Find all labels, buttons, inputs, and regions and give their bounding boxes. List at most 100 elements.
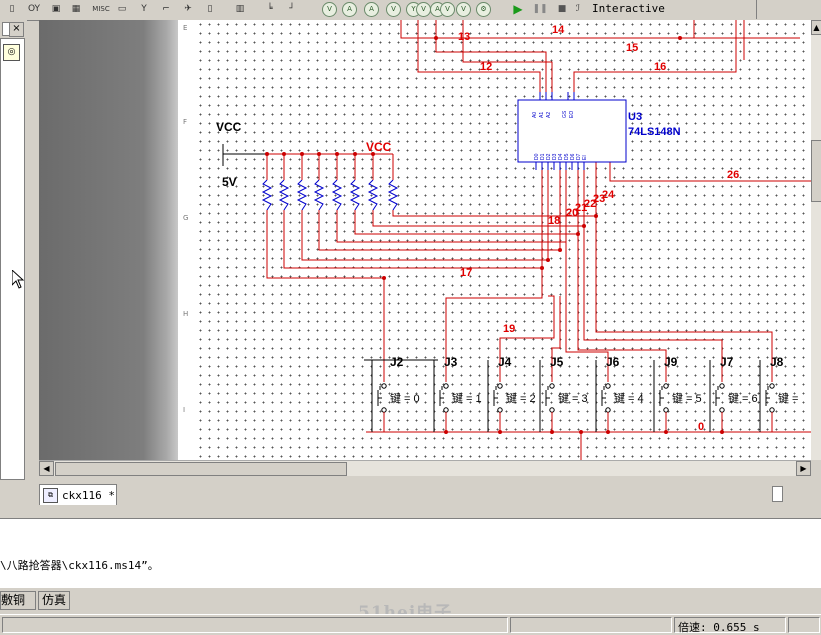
chip-u3[interactable]: A0 A1 A2 GS EO D0 D1 D2 D3 D4 D5 D6 D7 E… bbox=[517, 92, 681, 170]
settings-gear-icon[interactable]: ⚙ bbox=[476, 2, 491, 17]
switch-contact bbox=[443, 383, 449, 389]
switch-j8[interactable]: J8键 = bbox=[759, 355, 798, 432]
tab-ckx116[interactable]: ⧉ ckx116 * bbox=[39, 484, 117, 505]
net-label-13: 13 bbox=[458, 31, 470, 43]
document-icon[interactable]: ▯ bbox=[9, 4, 15, 14]
project-icon[interactable]: ◎ bbox=[3, 44, 20, 61]
scroll-up-icon[interactable]: ▲ bbox=[811, 20, 821, 35]
net-label-20: 20 bbox=[566, 207, 578, 219]
monitor-icon[interactable]: ▭ bbox=[117, 4, 127, 14]
mouse-cursor-icon bbox=[12, 270, 24, 289]
ruler-label-h: H bbox=[183, 310, 189, 318]
tab-simulation[interactable]: 仿真 bbox=[38, 591, 71, 610]
pin-label-d6: D6 bbox=[570, 153, 576, 160]
probe-icon[interactable]: ✈ bbox=[184, 4, 192, 14]
layout-icon[interactable]: ╘ bbox=[267, 4, 273, 14]
switch-j6[interactable]: J6键 = 4 bbox=[595, 355, 644, 432]
spreadsheet-output-panel[interactable]: \八路抢答器\ckx116.ms14”。 bbox=[0, 518, 821, 589]
design-toolbox-tree[interactable] bbox=[0, 38, 25, 480]
toolbar-button-misc[interactable]: MISC bbox=[92, 5, 110, 13]
pin-label-d0: D0 bbox=[534, 153, 540, 160]
switch-contact bbox=[769, 407, 775, 413]
schematic-canvas[interactable]: A0 A1 A2 GS EO D0 D1 D2 D3 D4 D5 D6 D7 E… bbox=[196, 20, 812, 460]
run-icon[interactable]: ▶ bbox=[513, 2, 523, 16]
interactive-mode-label[interactable]: Interactive bbox=[592, 2, 665, 15]
toolbar-button-oy[interactable]: OY bbox=[27, 4, 41, 14]
close-panel-icon[interactable]: × bbox=[9, 22, 24, 37]
simulation-speed: 倍速: 0.655 s bbox=[678, 621, 760, 634]
vcc-source-label: VCC bbox=[216, 120, 242, 134]
chip-icon[interactable]: ▥ bbox=[235, 4, 245, 14]
document-tab-bar: ⧉ ckx116 * bbox=[39, 482, 821, 506]
switch-contact bbox=[497, 383, 503, 389]
scroll-left-icon[interactable]: ◀ bbox=[39, 461, 54, 476]
tab-copper-layer[interactable]: 敷铜层 bbox=[0, 591, 36, 610]
pin-label-gs: GS bbox=[562, 110, 568, 118]
wrench-icon[interactable]: ℐ bbox=[575, 4, 581, 14]
switch-ref-label: J2 bbox=[390, 355, 404, 369]
instrument-v4-icon[interactable]: V bbox=[440, 2, 455, 17]
switch-key-label: 键 = 6 bbox=[728, 391, 758, 405]
pin-label-d1: D1 bbox=[540, 153, 546, 160]
net-label-15: 15 bbox=[626, 42, 638, 54]
horizontal-scrollbar[interactable]: ◀ ▶ bbox=[39, 460, 811, 476]
net-labels: 12 13 14 15 16 17 18 19 20 21 22 23 24 2… bbox=[458, 24, 739, 433]
switch-contact bbox=[497, 407, 503, 413]
switch-ref-label: J3 bbox=[444, 355, 458, 369]
switch-contact bbox=[719, 407, 725, 413]
status-cell-main bbox=[2, 617, 508, 633]
stop-icon[interactable]: ■ bbox=[557, 4, 567, 14]
switch-contact bbox=[443, 407, 449, 413]
switch-key-label: 键 = 0 bbox=[390, 391, 420, 405]
measure-icon[interactable]: ▯ bbox=[207, 4, 213, 14]
vertical-scrollbar[interactable]: ▲ bbox=[811, 20, 821, 460]
switch-contact bbox=[663, 383, 669, 389]
plug-icon[interactable]: ⌐ bbox=[162, 4, 170, 14]
switch-contact bbox=[663, 407, 669, 413]
sheet-border-ruler: E F G H I bbox=[178, 20, 197, 460]
switch-ref-label: J8 bbox=[770, 355, 784, 369]
junction-dots bbox=[265, 36, 724, 434]
instrument-v5-icon[interactable]: V bbox=[456, 2, 471, 17]
switch-key-label: 键 = 1 bbox=[452, 391, 482, 405]
instrument-a1-icon[interactable]: A bbox=[342, 2, 357, 17]
step-icon[interactable]: ┘ bbox=[289, 4, 295, 14]
vertical-scroll-thumb[interactable] bbox=[811, 140, 821, 202]
pin-label-a0: A0 bbox=[532, 112, 538, 118]
grid-icon[interactable]: ▦ bbox=[71, 4, 81, 14]
switch-key-label: 键 = 3 bbox=[558, 391, 588, 405]
switch-j9[interactable]: J9键 = 5 bbox=[653, 355, 702, 432]
status-cell-middle bbox=[510, 617, 672, 633]
switch-j7[interactable]: J7键 = 6 bbox=[709, 355, 758, 432]
switch-j2[interactable]: J2 键 = 0 bbox=[364, 355, 438, 432]
switch-j3[interactable]: J3 键 = 1 bbox=[433, 355, 482, 432]
vcc-source-value: 5V bbox=[222, 175, 237, 189]
resistor-array[interactable] bbox=[261, 179, 399, 211]
switch-ref-label: J6 bbox=[606, 355, 620, 369]
ruler-label-g: G bbox=[183, 214, 189, 222]
switch-contact bbox=[381, 407, 387, 413]
pin-label-d3: D3 bbox=[552, 153, 558, 160]
instrument-v3-icon[interactable]: V bbox=[416, 2, 431, 17]
net-label-21: 21 bbox=[575, 202, 587, 214]
panel-tab-icon[interactable] bbox=[2, 22, 10, 36]
horizontal-scroll-thumb[interactable] bbox=[55, 462, 347, 476]
switch-contact bbox=[769, 383, 775, 389]
tab-scroll-icon[interactable] bbox=[772, 486, 783, 502]
antenna-icon[interactable]: Y bbox=[141, 4, 147, 14]
switch-ref-label: J4 bbox=[498, 355, 512, 369]
switch-key-label: 键 = 5 bbox=[672, 391, 702, 405]
switch-contact bbox=[381, 383, 387, 389]
net-label-17: 17 bbox=[460, 267, 472, 279]
instrument-v2-icon[interactable]: V bbox=[386, 2, 401, 17]
component-icon[interactable]: ▣ bbox=[51, 4, 61, 14]
pause-icon[interactable]: ❚❚ bbox=[532, 4, 548, 14]
instrument-a2-icon[interactable]: A bbox=[364, 2, 379, 17]
switch-contact bbox=[605, 407, 611, 413]
toolbar-divider bbox=[756, 0, 757, 19]
switch-j5[interactable]: J5键 = 3 bbox=[539, 355, 588, 432]
instrument-v1-icon[interactable]: V bbox=[322, 2, 337, 17]
switch-j4[interactable]: J4键 = 2 bbox=[487, 355, 536, 432]
scroll-right-icon[interactable]: ▶ bbox=[796, 461, 811, 476]
switch-contact bbox=[719, 383, 725, 389]
